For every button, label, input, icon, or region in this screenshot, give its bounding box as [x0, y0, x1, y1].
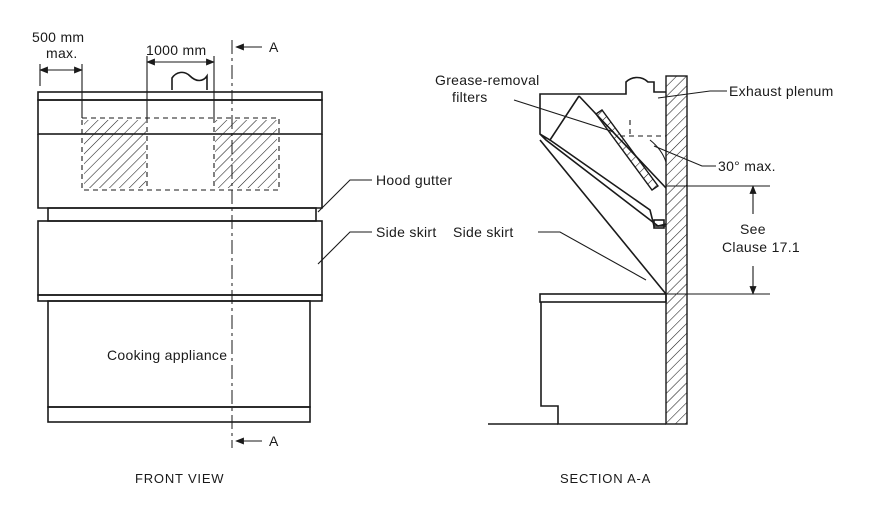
hood-gutter-label: Hood gutter [376, 172, 452, 188]
filter-housing [549, 95, 667, 227]
side-skirt-label-front: Side skirt [376, 224, 437, 240]
front-view-caption: FRONT VIEW [135, 471, 224, 486]
appliance-base [47, 406, 311, 423]
section-marker-bottom: A [235, 433, 279, 449]
angle-label: 30° max. [718, 158, 776, 174]
appliance-body-section [540, 302, 666, 425]
duct-stub [171, 71, 208, 90]
appliance-top [37, 294, 323, 302]
appliance-top-section [539, 293, 667, 303]
angle-indicator [620, 120, 667, 163]
hood-body [37, 134, 323, 209]
dimension-500mm: 500 mm max. [32, 29, 84, 118]
side-skirt-callout-section: Side skirt [453, 224, 647, 281]
section-marker-top-label: A [269, 39, 279, 55]
hood-section-outline [539, 93, 667, 227]
dim-1000-label: 1000 mm [146, 42, 206, 58]
front-view: 500 mm max. 1000 mm Cooking appliance [32, 29, 452, 486]
dim-500-max-label: max. [46, 45, 78, 61]
side-skirt-callout-front: Side skirt [317, 224, 437, 265]
side-skirt-panel [37, 220, 323, 296]
hood-gutter-callout: Hood gutter [317, 172, 452, 213]
angle-callout: 30° max. [653, 145, 776, 174]
filter-right-hatched [215, 120, 277, 188]
dim-500-label: 500 mm [32, 29, 84, 45]
grease-filters-callout: Grease-removal filters [435, 72, 615, 133]
side-skirt-section [539, 139, 667, 295]
exhaust-plenum-callout: Exhaust plenum [657, 83, 834, 99]
exhaust-plenum-label: Exhaust plenum [729, 83, 834, 99]
section-view: Grease-removal filters Exhaust plenum 30… [435, 72, 834, 486]
grease-filter [595, 109, 659, 191]
plenum-duct [620, 76, 666, 95]
wall-hatched [665, 75, 688, 425]
side-skirt-label-section: Side skirt [453, 224, 514, 240]
dimension-1000mm: 1000 mm [146, 42, 215, 118]
hood-gutter [47, 207, 317, 222]
gutter-box [653, 219, 665, 229]
hood-top-flange [37, 91, 323, 101]
filter-left-hatched [84, 120, 146, 188]
section-marker-top: A [235, 39, 279, 55]
see-label: See [740, 221, 766, 237]
section-marker-bottom-label: A [269, 433, 279, 449]
section-view-caption: SECTION A-A [560, 471, 651, 486]
appliance-label: Cooking appliance [107, 347, 227, 363]
grease-filters-label-2: filters [452, 89, 488, 105]
clearance-dimension: See Clause 17.1 [666, 185, 800, 295]
grease-filters-label-1: Grease-removal [435, 72, 540, 88]
hood-upper-body [37, 99, 323, 135]
clause-label: Clause 17.1 [722, 239, 800, 255]
